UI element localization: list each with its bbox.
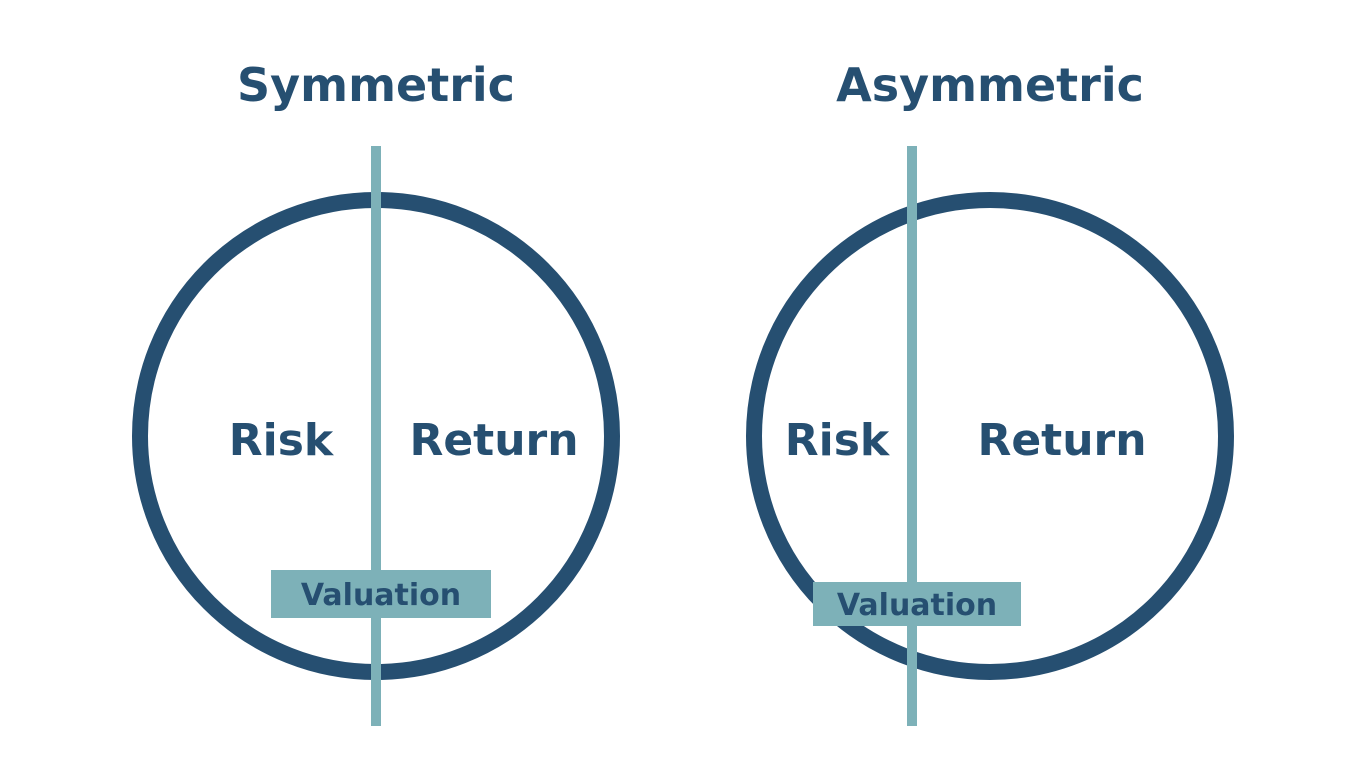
asymmetric-title: Asymmetric: [836, 58, 1144, 112]
asymmetric-return-label: Return: [977, 415, 1146, 466]
symmetric-return-label: Return: [409, 415, 578, 466]
asymmetric-valuation-label: Valuation: [837, 588, 997, 623]
asymmetric-risk-label: Risk: [785, 415, 891, 466]
symmetric-risk-label: Risk: [229, 415, 335, 466]
asymmetric-circle: [746, 192, 1234, 680]
asymmetric-panel: Asymmetric Risk Return Valuation: [746, 58, 1234, 726]
symmetric-valuation-box: [271, 570, 491, 618]
symmetric-valuation-label: Valuation: [301, 578, 461, 613]
symmetric-title: Symmetric: [237, 58, 515, 112]
symmetric-panel: Symmetric Risk Return Valuation: [132, 58, 620, 726]
asymmetric-valuation-box: [813, 582, 1021, 626]
